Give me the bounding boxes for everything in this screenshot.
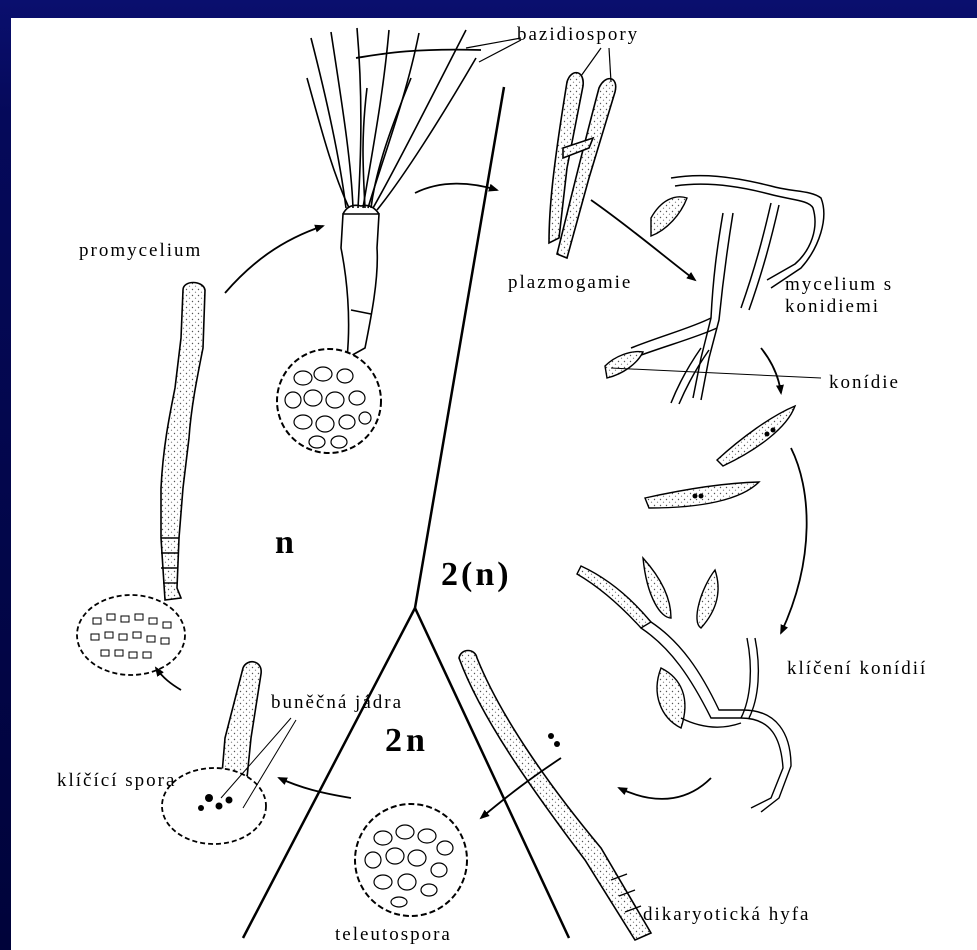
label-kliceni-konidii: klíčení konídií	[787, 658, 927, 680]
phase-haploid: n	[275, 524, 294, 562]
label-konidie: konídie	[829, 372, 900, 394]
label-mycelium-line1: mycelium s	[785, 274, 893, 296]
basidia-tuft	[307, 28, 476, 210]
dikaryotic-hypha	[459, 651, 651, 941]
label-bunecna-jadra: buněčná jádra	[271, 692, 403, 714]
teleutospore-top	[277, 349, 381, 453]
phase-dikaryotic: 2(n)	[441, 556, 512, 594]
germ-hyphae	[641, 622, 791, 812]
phase-diploid: 2n	[385, 722, 429, 760]
conidia	[605, 197, 795, 508]
label-klicici-spora: klíčící spora	[57, 770, 176, 792]
label-teleutospora: teleutospora	[335, 924, 452, 946]
germ-tube	[221, 662, 261, 786]
teleutospore	[355, 804, 467, 916]
life-cycle-drawing	[11, 18, 977, 950]
germinating-conidia	[577, 558, 718, 728]
label-promycelium: promycelium	[79, 240, 202, 262]
label-plazmogamie: plazmogamie	[508, 272, 632, 294]
hypha-nuclei	[548, 733, 560, 747]
basidium-stalk	[341, 205, 379, 358]
label-mycelium-line2: konidiemi	[785, 296, 880, 318]
label-bazidiospory: bazidiospory	[517, 24, 639, 46]
germinating-spore	[162, 768, 266, 844]
diagram-canvas: bazidiospory promycelium plazmogamie myc…	[11, 18, 977, 950]
label-dikaryoticka-hyfa: dikaryotická hyfa	[643, 904, 810, 926]
plasmogamy-cells	[549, 73, 616, 258]
konidie-pointer	[611, 368, 821, 378]
germinating-spore-left	[77, 595, 185, 675]
